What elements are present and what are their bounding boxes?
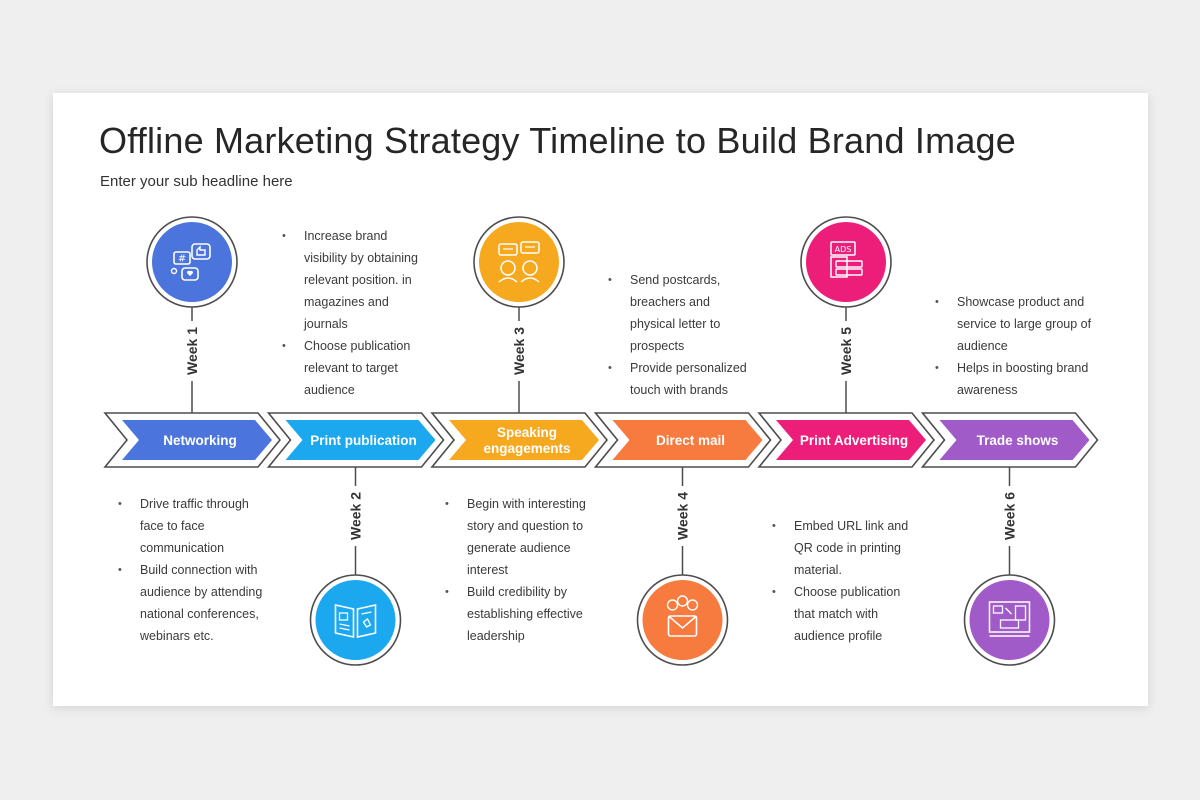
svg-text:ADS: ADS	[835, 245, 852, 254]
conversation-icon	[498, 241, 540, 283]
step-3-week-label: Week 3	[511, 327, 527, 375]
step-5-bullet-2: Choose publication that match with audie…	[772, 581, 912, 647]
step-6-bullet-1: Showcase product and service to large gr…	[935, 291, 1092, 357]
step-1-bullets: Drive traffic through face to face commu…	[118, 493, 270, 647]
step-6-label: Trade shows	[977, 433, 1059, 448]
page-subtitle: Enter your sub headline here	[100, 173, 293, 190]
step-3-icon-circle	[479, 222, 559, 302]
social-media-icon: #	[170, 243, 211, 281]
step-3-label-line-2: engagements	[483, 441, 570, 456]
step-1-label: Networking	[163, 433, 237, 448]
step-2-bullet-2: Choose publication relevant to target au…	[282, 335, 429, 401]
step-2-bullets: Increase brand visibility by obtaining r…	[282, 225, 429, 401]
step-4-arrow	[612, 420, 763, 460]
timeline-step-5: Print Advertising Week 5 ADS	[757, 216, 936, 468]
step-1-arrow	[122, 420, 272, 460]
mail-audience-icon	[666, 595, 699, 637]
step-4-label: Direct mail	[656, 433, 725, 448]
step-3-label-line-1: Speaking	[497, 425, 557, 440]
step-6-bullets: Showcase product and service to large gr…	[935, 291, 1092, 401]
magazine-icon	[334, 604, 377, 638]
step-5-label: Print Advertising	[800, 433, 908, 448]
step-1-bullet-1: Drive traffic through face to face commu…	[118, 493, 270, 559]
step-3-bullets: Begin with interesting story and questio…	[445, 493, 595, 647]
step-3-bullet-1: Begin with interesting story and questio…	[445, 493, 595, 581]
step-1-week-label: Week 1	[184, 327, 200, 375]
step-1-icon-circle	[152, 222, 232, 302]
step-1-bullet-2: Build connection with audience by attend…	[118, 559, 270, 647]
step-5-bullets: Embed URL link and QR code in printing m…	[772, 515, 912, 647]
step-5-week-label: Week 5	[838, 327, 854, 375]
step-6-bullet-2: Helps in boosting brand awareness	[935, 357, 1092, 401]
step-4-bullet-1: Send postcards, breachers and physical l…	[608, 269, 755, 357]
timeline-step-1: Networking Week 1 #	[103, 216, 282, 468]
step-2-icon-circle	[315, 580, 396, 660]
step-6-arrow	[939, 420, 1090, 460]
step-3-bullet-2: Build credibility by establishing effect…	[445, 581, 595, 647]
step-4-bullets: Send postcards, breachers and physical l…	[608, 269, 755, 401]
step-3-arrow	[449, 420, 599, 460]
page-title: Offline Marketing Strategy Timeline to B…	[99, 120, 1016, 161]
step-5-bullet-1: Embed URL link and QR code in printing m…	[772, 515, 912, 581]
ads-icon: ADS	[830, 241, 863, 278]
svg-text:#: #	[178, 254, 186, 265]
step-2-label: Print publication	[310, 433, 417, 448]
exhibition-booth-icon	[988, 601, 1031, 637]
step-4-week-label: Week 4	[675, 492, 691, 540]
step-2-arrow	[285, 420, 436, 460]
step-2-week-label: Week 2	[348, 492, 364, 540]
step-4-icon-circle	[642, 580, 723, 660]
step-2-bullet-1: Increase brand visibility by obtaining r…	[282, 225, 429, 335]
step-5-arrow	[776, 420, 926, 460]
step-5-icon-circle	[806, 222, 886, 302]
step-4-bullet-2: Provide personalized touch with brands	[608, 357, 755, 401]
step-6-week-label: Week 6	[1002, 492, 1018, 540]
